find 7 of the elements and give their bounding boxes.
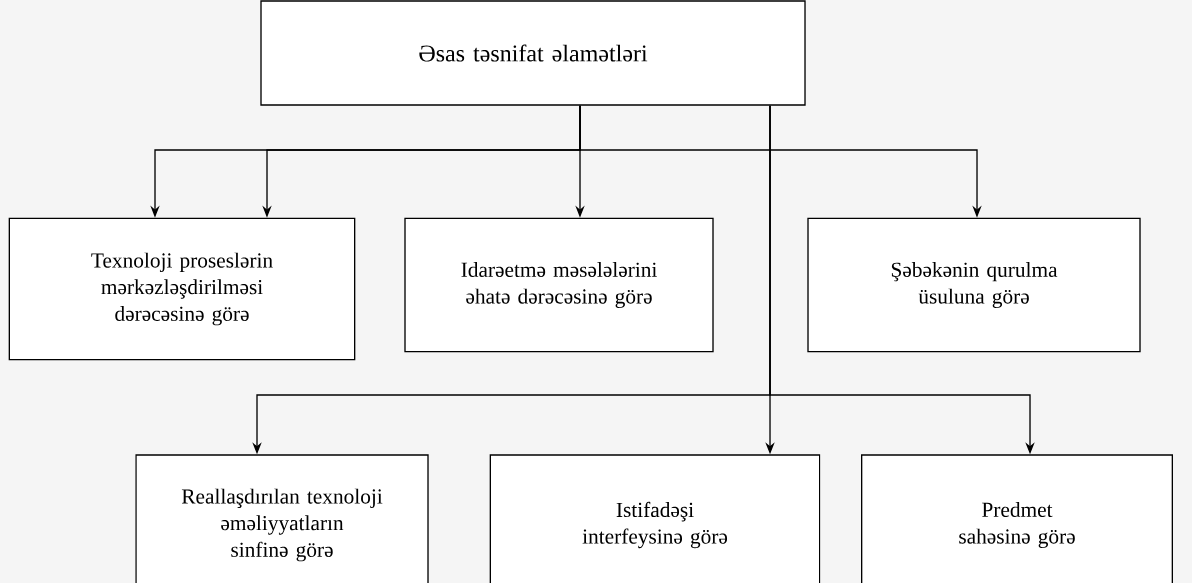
- category-box: Predmet sahəsinə görə: [861, 454, 1173, 583]
- category-box: Idarəetmə məsələlərini əhatə dərəcəsinə görə: [404, 217, 714, 353]
- category-box: Texnoloji proseslərin mərkəzləşdirilməsi dərəcəsinə görə: [8, 217, 356, 361]
- category-box: Şəbəkənin qurulma üsuluna görə: [807, 217, 1141, 353]
- category-box: Istifadəşi interfeysinə görə: [489, 454, 821, 583]
- heading-box: Əsas təsnifat əlamətləri: [260, 0, 806, 106]
- category-box: Reallaşdırılan texnoloji əməliyyatların sinfinə görə: [135, 454, 429, 583]
